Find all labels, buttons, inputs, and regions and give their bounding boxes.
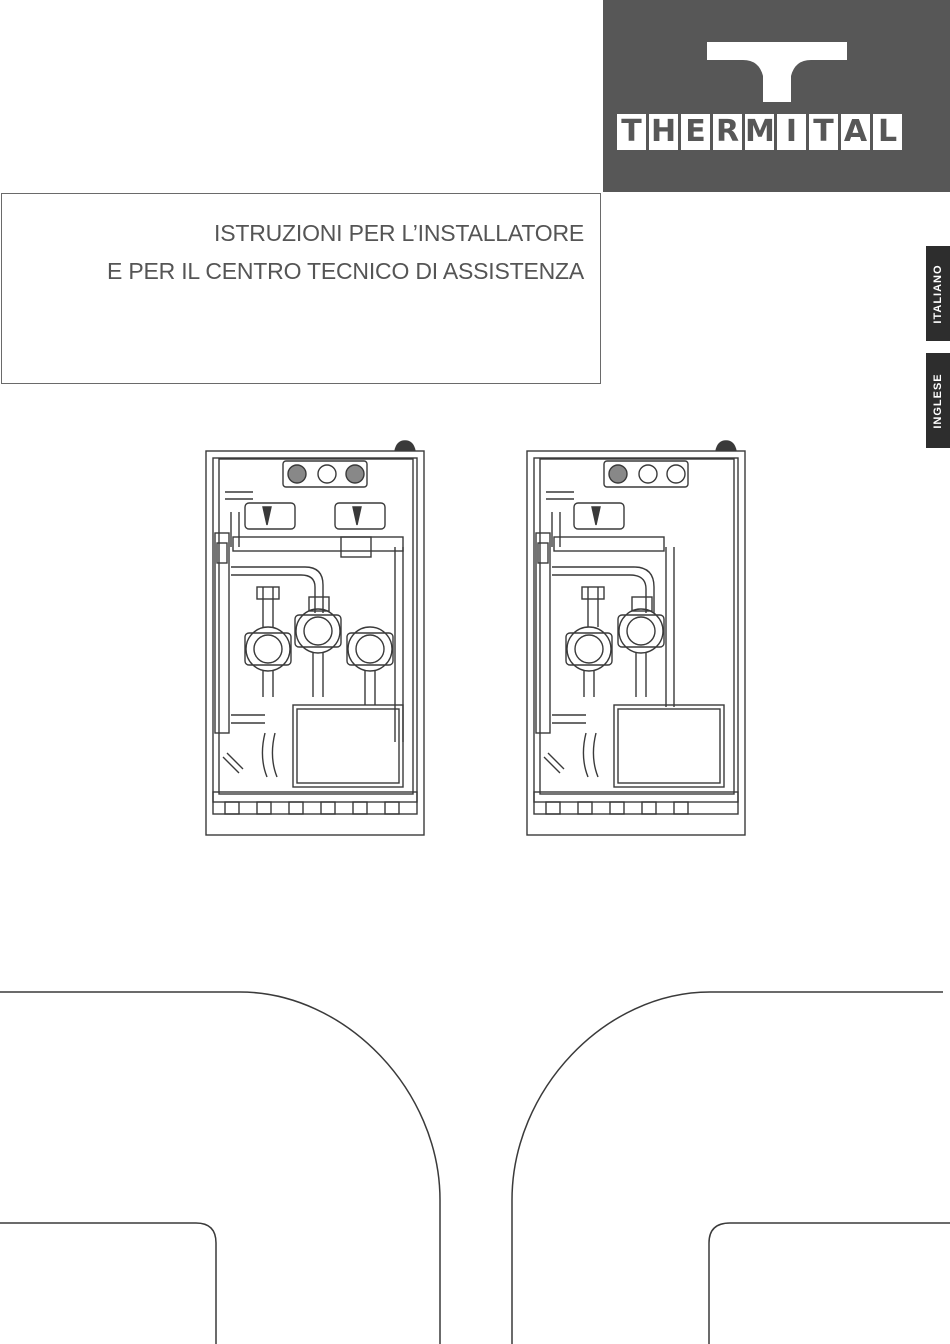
wordmark-letter: H [649,114,678,150]
language-tab-italiano[interactable]: ITALIANO [926,246,950,341]
product-illustration-two-pumps [526,437,750,839]
wordmark-letter: A [841,114,870,150]
brand-wordmark: T H E R M I T A L [617,114,902,150]
document-title-box: ISTRUZIONI PER L’INSTALLATORE E PER IL C… [1,193,601,384]
brand-logo-block: T H E R M I T A L [603,0,950,192]
wordmark-letter: M [745,114,774,150]
wordmark-letter: T [809,114,838,150]
document-title-line-2: E PER IL CENTRO TECNICO DI ASSISTENZA [107,258,584,285]
thermital-logo-icon [707,42,847,102]
language-tab-label: INGLESE [932,373,944,428]
wordmark-letter: L [873,114,902,150]
product-illustration-three-pumps [205,437,429,839]
wordmark-letter: R [713,114,742,150]
wordmark-letter: I [777,114,806,150]
decorative-outline-shape [0,985,950,1344]
language-tab-inglese[interactable]: INGLESE [926,353,950,448]
wordmark-letter: T [617,114,646,150]
language-tab-label: ITALIANO [932,264,944,323]
wordmark-letter: E [681,114,710,150]
document-title-line-1: ISTRUZIONI PER L’INSTALLATORE [214,220,584,247]
